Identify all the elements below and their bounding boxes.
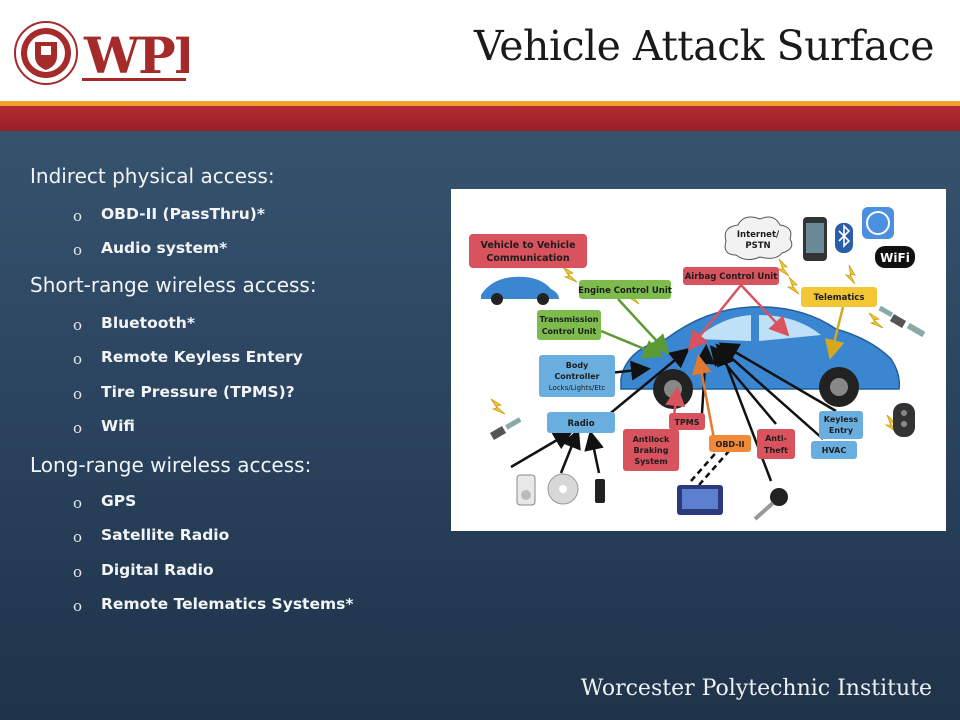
body-label-line3: Locks/Lights/Etc — [549, 384, 606, 392]
radio-box: Radio — [547, 412, 615, 433]
internet-label-line1: Internet/ — [737, 230, 780, 240]
list-item: Remote Keyless Entery — [101, 348, 303, 366]
satellite-icon — [878, 305, 926, 338]
antitheft-label-line1: Anti- — [765, 434, 787, 443]
section-heading-short-range: Short-range wireless access: — [30, 273, 317, 297]
v2v-label-line2: Communication — [486, 253, 569, 264]
telematics-box: Telematics — [801, 287, 877, 307]
page-title: Vehicle Attack Surface — [473, 22, 935, 70]
wpi-logo: WPI — [14, 21, 189, 85]
diagnostic-tablet-icon — [677, 485, 723, 515]
hvac-label: HVAC — [822, 446, 847, 455]
wifi-icon-label: WiFi — [880, 251, 910, 265]
airbag-box: Airbag Control Unit — [683, 267, 779, 285]
bullet-content: Indirect physical access: o OBD-II (Pass… — [0, 0, 450, 720]
keyless-label-line1: Keyless — [824, 415, 859, 424]
section-heading-indirect: Indirect physical access: — [30, 164, 275, 188]
body-label-line1: Body — [566, 361, 589, 370]
list-item: Bluetooth* — [101, 314, 195, 332]
antilock-label-line1: Antilock — [633, 435, 670, 444]
header-bar: WPI Vehicle Attack Surface — [0, 0, 960, 101]
antitheft-label-line2: Theft — [764, 446, 788, 455]
usb-drive-icon — [595, 479, 605, 503]
bullet-marker: o — [73, 316, 83, 334]
v2v-label-line1: Vehicle to Vehicle — [481, 240, 576, 251]
bullet-marker: o — [73, 385, 83, 403]
cd-icon — [547, 473, 579, 505]
bullet-marker: o — [73, 241, 83, 259]
list-item: Digital Radio — [101, 561, 214, 579]
yellow-arrow — [824, 306, 845, 360]
tpms-label: TPMS — [674, 418, 699, 427]
diagram-canvas: Vehicle to Vehicle Communication Interne… — [469, 207, 926, 521]
satellite-icon — [489, 417, 522, 440]
car-key-icon — [753, 488, 788, 521]
green-arrow — [617, 298, 670, 355]
airbag-label: Airbag Control Unit — [685, 272, 778, 282]
car-illustration — [620, 306, 901, 409]
list-item: Tire Pressure (TPMS)? — [101, 383, 295, 401]
keyless-box: Keyless Entry — [819, 411, 863, 439]
radio-label: Radio — [567, 419, 594, 429]
footer-institution: Worcester Polytechnic Institute — [580, 676, 932, 701]
bullet-marker: o — [73, 350, 83, 368]
v2v-box: Vehicle to Vehicle Communication — [469, 234, 587, 268]
header-orange-rule — [0, 101, 960, 106]
transmission-label-line1: Transmission — [540, 315, 599, 324]
list-item: Wifi — [101, 417, 135, 435]
wireless-bolt-icons — [490, 258, 898, 433]
attack-surface-diagram: Vehicle to Vehicle Communication Interne… — [451, 189, 946, 531]
body-controller-box: Body Controller Locks/Lights/Etc — [539, 355, 615, 397]
antitheft-box: Anti- Theft — [757, 429, 795, 459]
dashed-obd-link — [690, 446, 730, 486]
transmission-label-line2: Control Unit — [542, 327, 597, 336]
list-item: Satellite Radio — [101, 526, 230, 544]
bullet-marker: o — [73, 419, 83, 437]
antilock-label-line3: System — [634, 457, 667, 466]
bullet-marker: o — [73, 207, 83, 225]
bullet-marker: o — [73, 563, 83, 581]
engine-box: Engine Control Unit — [578, 280, 672, 299]
bullet-marker: o — [73, 528, 83, 546]
list-item: GPS — [101, 492, 137, 510]
smartphone-icon — [803, 217, 827, 261]
bullet-marker: o — [73, 597, 83, 615]
antilock-box: Antilock Braking System — [623, 429, 679, 471]
internet-label-line2: PSTN — [745, 241, 770, 251]
v2v-car-icon — [481, 276, 559, 305]
orange-arrow — [691, 354, 717, 445]
transmission-box: Transmission Control Unit — [537, 310, 601, 340]
hvac-box: HVAC — [811, 441, 857, 459]
telematics-label: Telematics — [814, 293, 865, 303]
engine-label: Engine Control Unit — [578, 286, 672, 296]
wifi-icon: WiFi — [875, 246, 915, 268]
app-store-icon — [862, 207, 894, 239]
ipod-icon — [516, 474, 536, 506]
key-fob-icon — [893, 403, 915, 437]
bullet-marker: o — [73, 494, 83, 512]
red-arrow — [687, 284, 742, 351]
header-red-band — [0, 106, 960, 131]
body-label-line2: Controller — [554, 372, 599, 381]
list-item: OBD-II (PassThru)* — [101, 205, 265, 223]
tpms-box: TPMS — [669, 413, 705, 430]
green-arrow — [600, 329, 664, 359]
svg-text:WPI: WPI — [83, 26, 189, 85]
list-item: Audio system* — [101, 239, 228, 257]
obd-box: OBD-II — [709, 435, 751, 452]
obd-label: OBD-II — [716, 440, 745, 449]
antilock-label-line2: Braking — [634, 446, 669, 455]
list-item: Remote Telematics Systems* — [101, 595, 354, 613]
keyless-label-line2: Entry — [829, 426, 854, 435]
red-arrow — [740, 284, 790, 337]
internet-cloud: Internet/ PSTN — [724, 216, 793, 261]
section-heading-long-range: Long-range wireless access: — [30, 453, 312, 477]
bluetooth-icon — [835, 223, 853, 253]
